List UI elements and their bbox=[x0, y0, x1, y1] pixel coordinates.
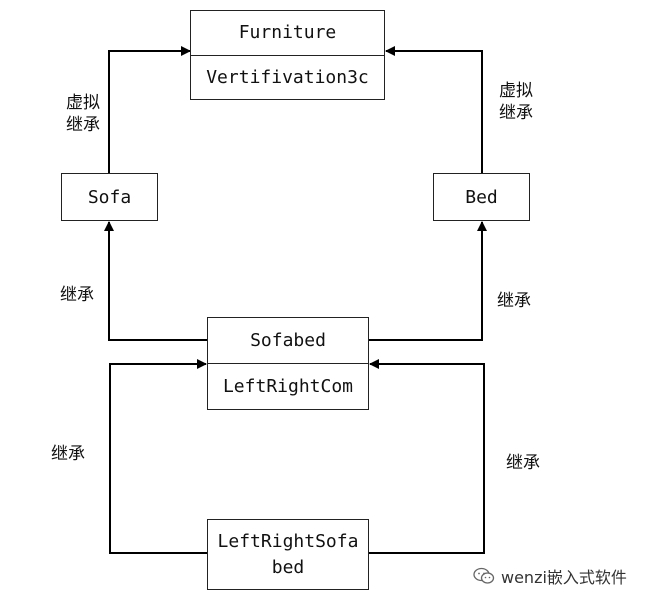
edge-sofabed-sofa bbox=[104, 221, 208, 341]
leftrightsofabed-class-box: LeftRightSofa bed bbox=[207, 519, 369, 590]
edge-label-lrsb-sofabed-right: 继承 bbox=[506, 453, 540, 473]
edge-label-sofa-furniture: 虚拟 继承 bbox=[66, 92, 100, 136]
furniture-class-box: Furniture Vertifivation3c bbox=[190, 10, 385, 100]
edge-label-line2: 继承 bbox=[66, 115, 100, 135]
sofabed-class-member: LeftRightCom bbox=[208, 363, 368, 409]
furniture-class-name: Furniture bbox=[238, 22, 337, 44]
edge-sofa-furniture bbox=[108, 46, 191, 174]
leftrightsofabed-name-line2: bed bbox=[271, 556, 305, 578]
edge-label-lrsb-sofabed-left: 继承 bbox=[51, 444, 85, 464]
sofa-class-name: Sofa bbox=[87, 186, 132, 208]
edge-label-bed-furniture: 虚拟 继承 bbox=[499, 80, 533, 124]
edge-lrsb-sofabed-right bbox=[368, 359, 485, 554]
sofabed-class-name: Sofabed bbox=[250, 330, 326, 351]
edge-bed-furniture bbox=[385, 46, 483, 174]
edge-lrsb-sofabed-left bbox=[109, 359, 208, 554]
leftrightsofabed-name-line1: LeftRightSofa bbox=[217, 530, 359, 552]
watermark-text: wenzi嵌入式软件 bbox=[501, 568, 627, 587]
bed-class-box: Bed bbox=[433, 173, 530, 221]
sofabed-class-box: Sofabed LeftRightCom bbox=[207, 317, 369, 410]
bed-class-name: Bed bbox=[465, 186, 498, 208]
edge-label-line1: 虚拟 bbox=[499, 81, 533, 101]
edge-label-line2: 继承 bbox=[499, 103, 533, 123]
furniture-class-member: Vertifivation3c bbox=[191, 54, 384, 100]
sofa-class-box: Sofa bbox=[61, 173, 158, 221]
edge-label-sofabed-bed: 继承 bbox=[497, 291, 531, 311]
edge-label-line1: 虚拟 bbox=[66, 93, 100, 113]
edge-label-sofabed-sofa: 继承 bbox=[60, 285, 94, 305]
watermark: wenzi嵌入式软件 bbox=[473, 564, 627, 588]
wechat-icon bbox=[473, 567, 495, 584]
edge-sofabed-bed bbox=[368, 221, 487, 341]
